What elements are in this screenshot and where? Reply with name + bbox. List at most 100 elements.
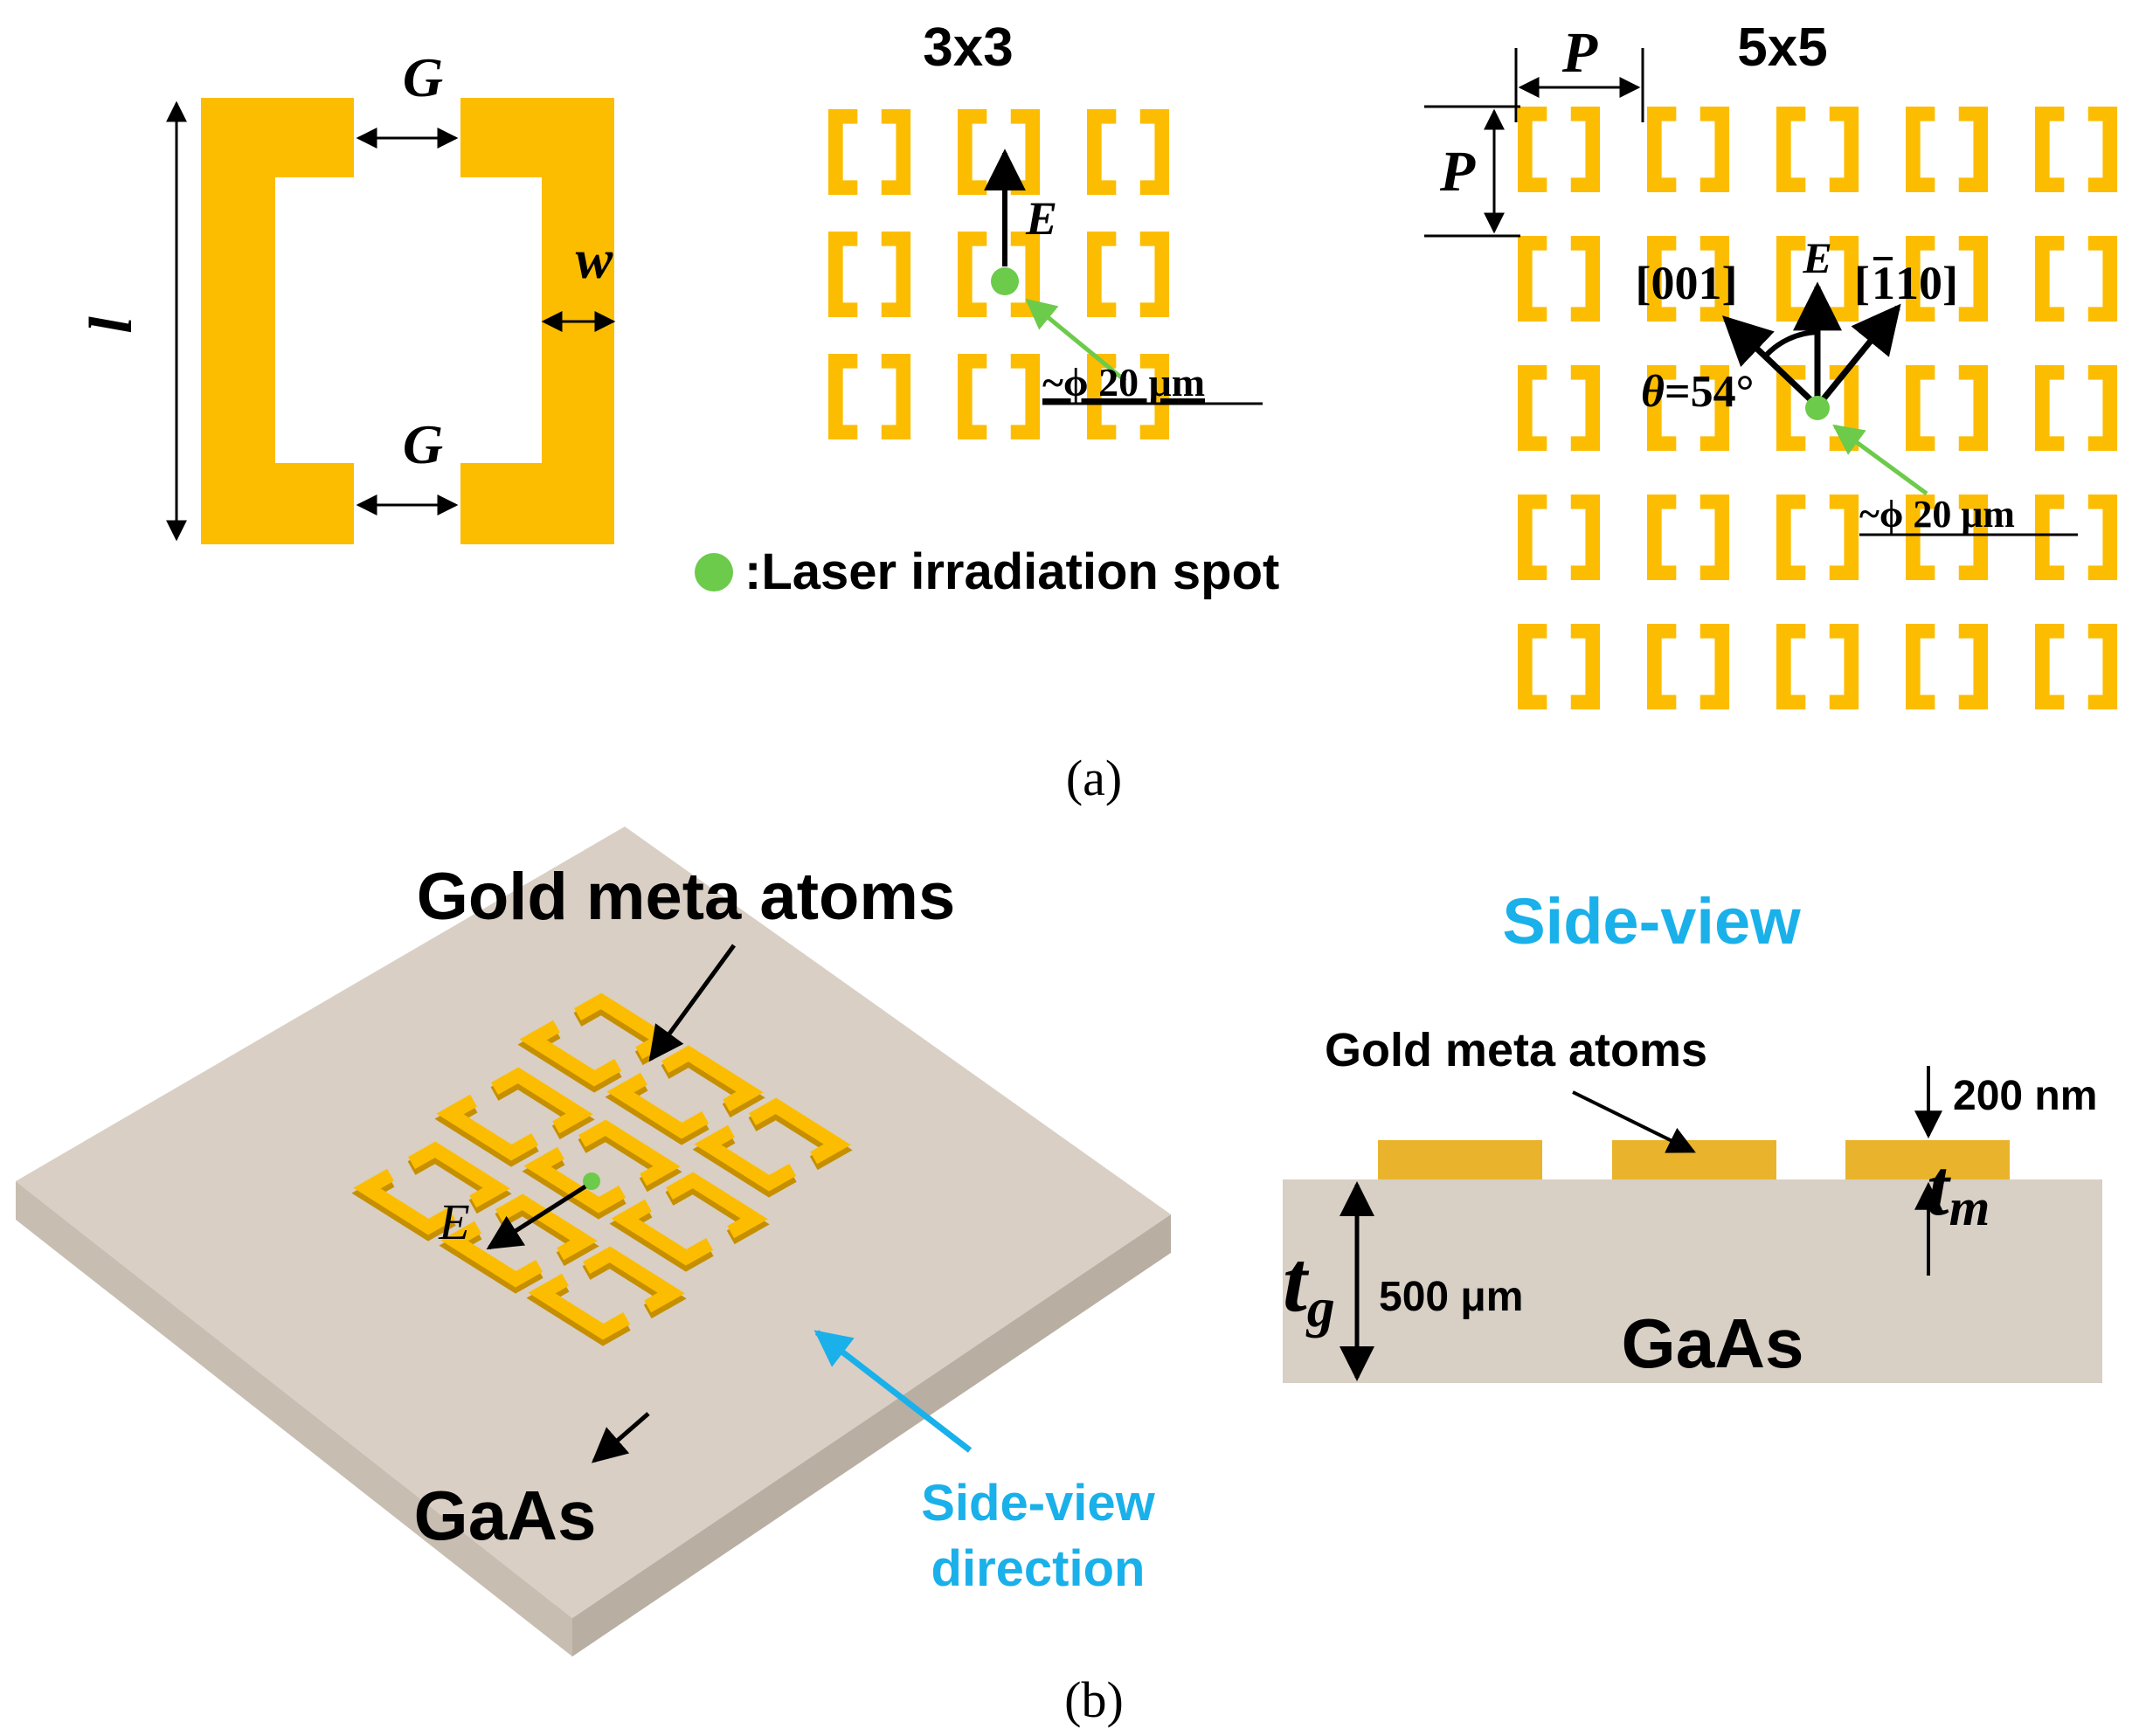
label-l: l (78, 316, 145, 334)
meta-atom-5x5 (2035, 495, 2118, 580)
bracket-left (828, 354, 858, 439)
bracket-left (440, 1221, 543, 1288)
bracket-right (2087, 365, 2118, 451)
legend: :Laser irradiation spot (695, 543, 1279, 600)
bracket-left (528, 1273, 631, 1340)
meta-atom-5x5 (1647, 365, 1730, 451)
meta-atom-5x5 (1776, 624, 1859, 709)
unit-cell-left-bracket (201, 98, 354, 544)
label-p-vertical: P (1439, 140, 1476, 204)
perspective-view: E Gold meta atoms GaAs Side-view directi… (16, 827, 1171, 1656)
unit-cell-right-bracket (460, 98, 614, 544)
side-gaas-label: GaAs (1622, 1304, 1804, 1382)
meta-atom-3x3 (1087, 354, 1170, 439)
e-label-3x3: E (1025, 192, 1057, 245)
bracket-left (1518, 236, 1547, 322)
label-001: [001] (1636, 257, 1738, 309)
bracket-right (749, 1097, 851, 1165)
bracket-left (1518, 365, 1547, 451)
bracket-right (1829, 624, 1859, 709)
label-110: [ 1 10] (1854, 257, 1958, 309)
bracket-right (578, 1119, 681, 1186)
meta-atom-3x3 (828, 354, 911, 439)
bracket-right (881, 354, 911, 439)
meta-atom-3d (439, 1193, 599, 1294)
bracket-left (828, 109, 858, 195)
laser-spot-3d (583, 1172, 600, 1190)
meta-atom-3x3 (1087, 232, 1170, 317)
meta-atom-5x5 (1518, 624, 1601, 709)
bracket-left (1776, 495, 1806, 580)
side-view: Side-view Gold meta atoms 200 nm tm tg 5… (1283, 885, 2102, 1383)
bracket-left (1906, 107, 1935, 192)
meta-atom-5x5 (1518, 495, 1601, 580)
label-g-bottom: G (403, 413, 443, 475)
label-p-horizontal: P (1561, 21, 1598, 85)
side-view-direction-line2: direction (931, 1540, 1146, 1597)
array-3x3-title: 3x3 (923, 17, 1013, 78)
meta-atom-array-3d (351, 992, 853, 1346)
meta-atom-5x5 (2035, 365, 2118, 451)
label-110-open: [ (1854, 257, 1870, 309)
bracket-left (1087, 109, 1117, 195)
gaas-pointer (591, 1412, 650, 1463)
bracket-right (1570, 107, 1601, 192)
bracket-right (1699, 624, 1730, 709)
bracket-right (1958, 365, 1989, 451)
meta-atom-5x5 (1647, 107, 1730, 192)
meta-atom-5x5 (1647, 236, 1730, 322)
legend-text: :Laser irradiation spot (744, 543, 1279, 600)
bracket-right (1829, 236, 1859, 322)
label-w: w (576, 228, 613, 290)
meta-atom-5x5 (1906, 365, 1989, 451)
bracket-right (583, 1246, 685, 1313)
array-3x3: 3x3 E ~ϕ 20 μm (828, 17, 1263, 439)
bracket-left (1647, 107, 1677, 192)
bracket-left (2035, 495, 2065, 580)
theta-value: =54° (1665, 367, 1754, 417)
bracket-right (881, 232, 911, 317)
bracket-right (1010, 232, 1041, 317)
meta-atom-3x3 (828, 232, 911, 317)
bracket-right (1570, 365, 1601, 451)
laser-spot-3x3 (991, 267, 1019, 295)
gaas-label-3d: GaAs (414, 1477, 597, 1554)
side-meta-atom-3 (1845, 1140, 2010, 1179)
bracket-right (1699, 236, 1730, 322)
caption-a: (a) (1066, 750, 1122, 806)
bracket-right (1139, 354, 1170, 439)
bracket-left (1087, 354, 1117, 439)
tm-symbol: tm (1927, 1143, 1990, 1236)
tg-symbol: tg (1283, 1233, 1335, 1338)
meta-atom-5x5 (1518, 365, 1601, 451)
substrate-side-right (572, 1214, 1171, 1656)
spot-size-5x5: ~ϕ 20 μm (1859, 493, 2015, 536)
bracket-left (1087, 232, 1117, 317)
array-5x5-title: 5x5 (1737, 17, 1827, 78)
bracket-right (1699, 107, 1730, 192)
bracket-right (881, 109, 911, 195)
meta-atom-5x5 (1647, 624, 1730, 709)
bracket-left (1647, 236, 1677, 322)
bracket-right (2087, 495, 2118, 580)
bracket-left (611, 1199, 714, 1266)
meta-atom-5x5 (1906, 495, 1989, 580)
substrate-top (16, 827, 1171, 1618)
meta-atom-5x5 (1647, 495, 1730, 580)
meta-atom-pointer (648, 944, 737, 1062)
e-label-3d: E (438, 1193, 469, 1250)
bracket-left (1647, 624, 1677, 709)
bracket-left (436, 1094, 539, 1161)
tg-thickness-label: 500 μm (1379, 1274, 1523, 1320)
bracket-left (519, 1020, 622, 1087)
label-g-top: G (403, 46, 443, 108)
bracket-left (694, 1124, 797, 1192)
tg-sub: g (1305, 1276, 1335, 1338)
bracket-left (1906, 236, 1935, 322)
tm-main: t (1927, 1143, 1951, 1232)
side-meta-pointer (1572, 1090, 1696, 1153)
side-view-direction-arrow (813, 1330, 973, 1453)
array-5x5-cells (1518, 107, 2118, 709)
bracket-right (1958, 107, 1989, 192)
meta-atom-3d (434, 1067, 595, 1167)
